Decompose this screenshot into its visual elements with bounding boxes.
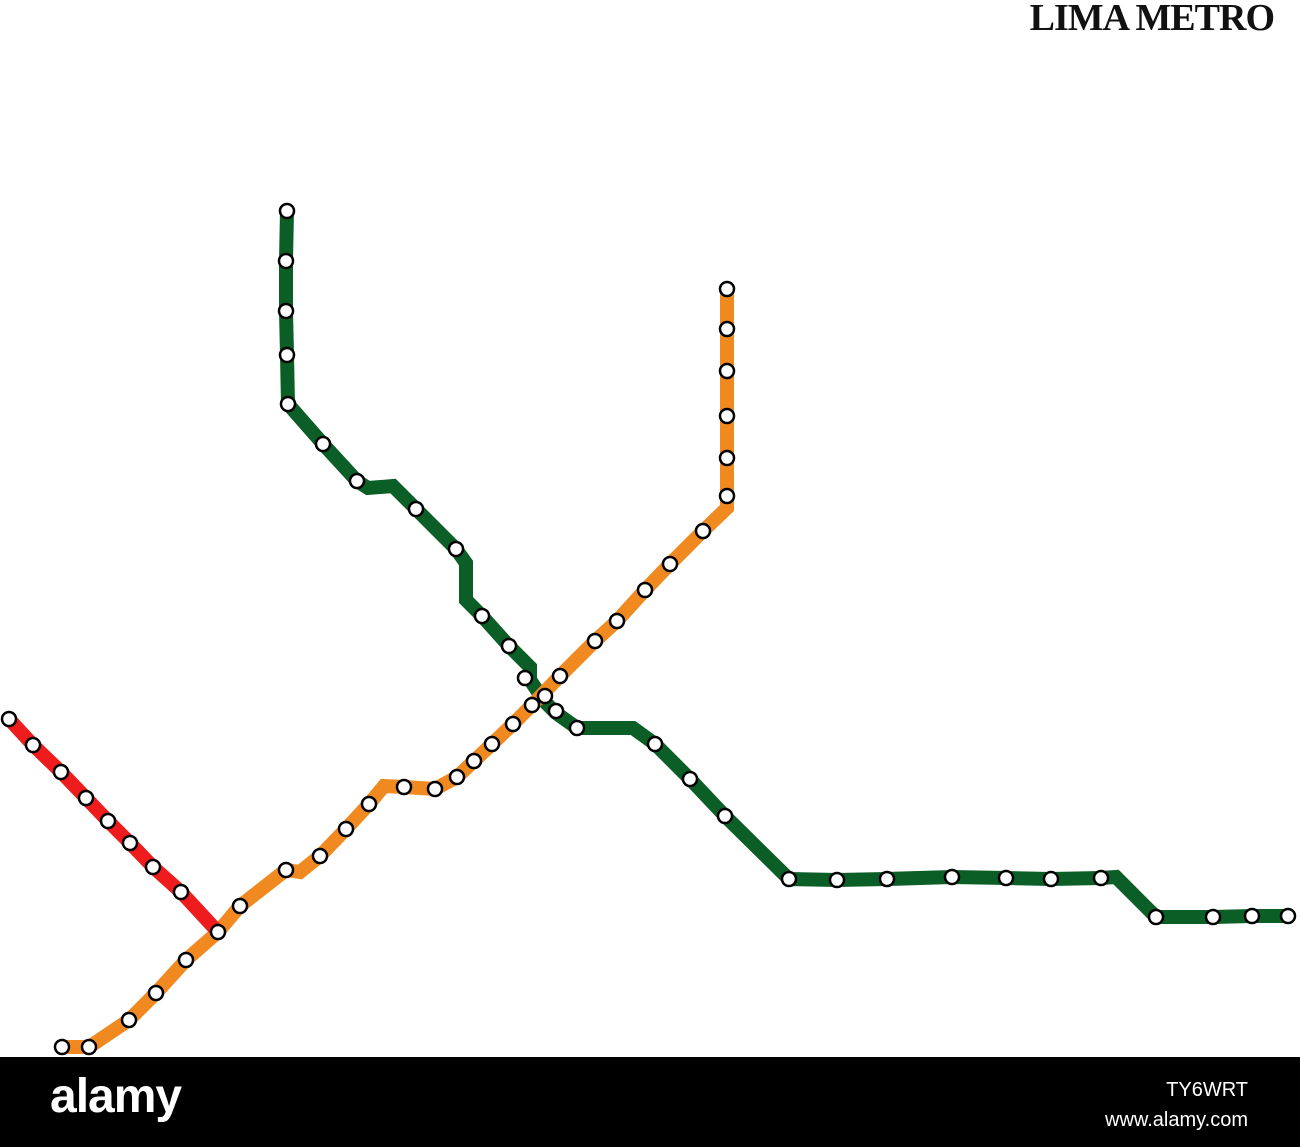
station-marker-green-11[interactable]: [516, 669, 534, 687]
station-marker-orange-6[interactable]: [694, 522, 712, 540]
station-marker-green-24[interactable]: [1092, 869, 1110, 887]
station-marker-orange-21[interactable]: [311, 847, 329, 865]
metro-map: LIMA METRO: [0, 0, 1297, 1056]
station-marker-red-3[interactable]: [77, 789, 95, 807]
station-marker-green-7[interactable]: [407, 500, 425, 518]
station-marker-orange-14[interactable]: [483, 735, 501, 753]
metro-map-canvas: [0, 202, 1297, 1056]
station-marker-orange-3[interactable]: [718, 407, 736, 425]
station-marker-orange-27[interactable]: [120, 1011, 138, 1029]
station-marker-green-12[interactable]: [536, 687, 554, 705]
station-marker-red-4[interactable]: [99, 812, 117, 830]
station-marker-orange-4[interactable]: [718, 449, 736, 467]
station-marker-orange-20[interactable]: [337, 820, 355, 838]
station-marker-orange-16[interactable]: [448, 768, 466, 786]
station-marker-orange-19[interactable]: [360, 795, 378, 813]
station-marker-orange-13[interactable]: [504, 715, 522, 733]
image-id: TY6WRT: [1166, 1079, 1248, 1101]
station-marker-orange-18[interactable]: [395, 778, 413, 796]
station-marker-green-6[interactable]: [348, 472, 366, 490]
station-marker-green-20[interactable]: [878, 870, 896, 888]
station-marker-orange-9[interactable]: [608, 612, 626, 630]
station-marker-orange-25[interactable]: [177, 951, 195, 969]
station-marker-green-9[interactable]: [473, 607, 491, 625]
station-marker-green-23[interactable]: [1042, 870, 1060, 888]
station-marker-orange-1[interactable]: [718, 320, 736, 338]
station-marker-orange-0[interactable]: [718, 280, 736, 298]
station-marker-red-1[interactable]: [24, 736, 42, 754]
station-marker-orange-22[interactable]: [277, 861, 295, 879]
station-marker-orange-8[interactable]: [636, 581, 654, 599]
station-marker-green-1[interactable]: [277, 252, 295, 270]
station-marker-orange-12[interactable]: [523, 696, 541, 714]
footer-bar: alamy TY6WRT www.alamy.com: [0, 1057, 1300, 1147]
station-marker-orange-17[interactable]: [426, 780, 444, 798]
metro-line-orange: [62, 289, 734, 1054]
station-marker-red-5[interactable]: [121, 834, 139, 852]
station-marker-orange-5[interactable]: [718, 487, 736, 505]
station-marker-green-27[interactable]: [1243, 907, 1261, 925]
station-marker-orange-28[interactable]: [80, 1038, 98, 1056]
station-marker-red-0[interactable]: [0, 710, 18, 728]
brand-logo[interactable]: alamy: [50, 1070, 182, 1123]
metro-line-green: [279, 210, 1288, 924]
station-marker-green-13[interactable]: [547, 702, 565, 720]
station-marker-green-3[interactable]: [278, 346, 296, 364]
station-marker-green-19[interactable]: [828, 871, 846, 889]
station-marker-orange-29[interactable]: [53, 1038, 71, 1056]
station-marker-green-2[interactable]: [277, 302, 295, 320]
station-marker-orange-2[interactable]: [718, 362, 736, 380]
station-marker-orange-7[interactable]: [661, 555, 679, 573]
route-path-orange: [62, 289, 734, 1054]
station-marker-orange-15[interactable]: [465, 752, 483, 770]
station-marker-green-22[interactable]: [997, 869, 1015, 887]
station-marker-green-0[interactable]: [278, 202, 296, 220]
station-marker-red-6[interactable]: [144, 858, 162, 876]
station-marker-orange-24[interactable]: [209, 923, 227, 941]
station-marker-green-18[interactable]: [780, 870, 798, 888]
station-marker-orange-26[interactable]: [147, 984, 165, 1002]
station-marker-green-17[interactable]: [716, 807, 734, 825]
station-marker-green-10[interactable]: [500, 637, 518, 655]
station-marker-orange-10[interactable]: [586, 632, 604, 650]
station-marker-green-26[interactable]: [1204, 908, 1222, 926]
station-marker-green-25[interactable]: [1147, 908, 1165, 926]
station-marker-red-2[interactable]: [52, 763, 70, 781]
map-title: LIMA METRO: [1029, 0, 1275, 39]
route-path-green: [279, 210, 1288, 924]
station-marker-green-28[interactable]: [1279, 907, 1297, 925]
station-marker-green-5[interactable]: [314, 435, 332, 453]
station-marker-green-14[interactable]: [568, 719, 586, 737]
station-marker-red-7[interactable]: [172, 883, 190, 901]
station-marker-green-21[interactable]: [943, 868, 961, 886]
station-marker-orange-11[interactable]: [551, 667, 569, 685]
site-url[interactable]: www.alamy.com: [1105, 1109, 1248, 1131]
station-marker-orange-23[interactable]: [231, 897, 249, 915]
station-marker-green-16[interactable]: [681, 770, 699, 788]
station-marker-green-15[interactable]: [646, 735, 664, 753]
station-marker-green-4[interactable]: [279, 395, 297, 413]
station-marker-green-8[interactable]: [447, 540, 465, 558]
